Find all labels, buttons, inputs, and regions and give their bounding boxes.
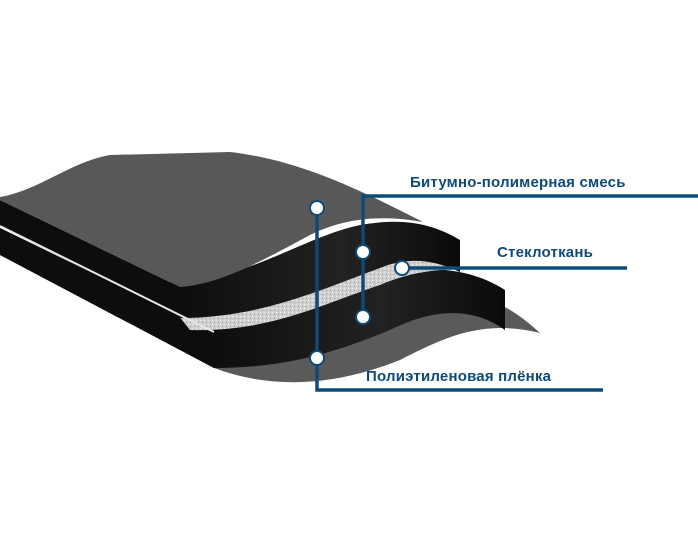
marker-dot xyxy=(355,244,371,260)
lower-bitumen-wave xyxy=(200,269,505,368)
top-surface xyxy=(0,152,423,287)
marker-dot xyxy=(309,350,325,366)
marker-dot xyxy=(394,260,410,276)
label-bitumen: Битумно-полимерная смесь xyxy=(410,174,626,191)
callout-film xyxy=(315,207,603,392)
upper-bitumen-front xyxy=(0,200,180,318)
callout-bitumen xyxy=(361,194,698,318)
upper-bitumen-wave xyxy=(170,221,460,318)
label-fiberglass: Стеклоткань xyxy=(497,244,594,261)
marker-dot xyxy=(355,309,371,325)
lower-bitumen-front xyxy=(0,228,214,368)
separator-line xyxy=(0,225,215,333)
label-film: Полиэтиленовая плёнка xyxy=(366,368,552,385)
film-layer xyxy=(0,228,540,383)
marker-dot xyxy=(309,200,325,216)
fiberglass-layer xyxy=(170,261,470,331)
